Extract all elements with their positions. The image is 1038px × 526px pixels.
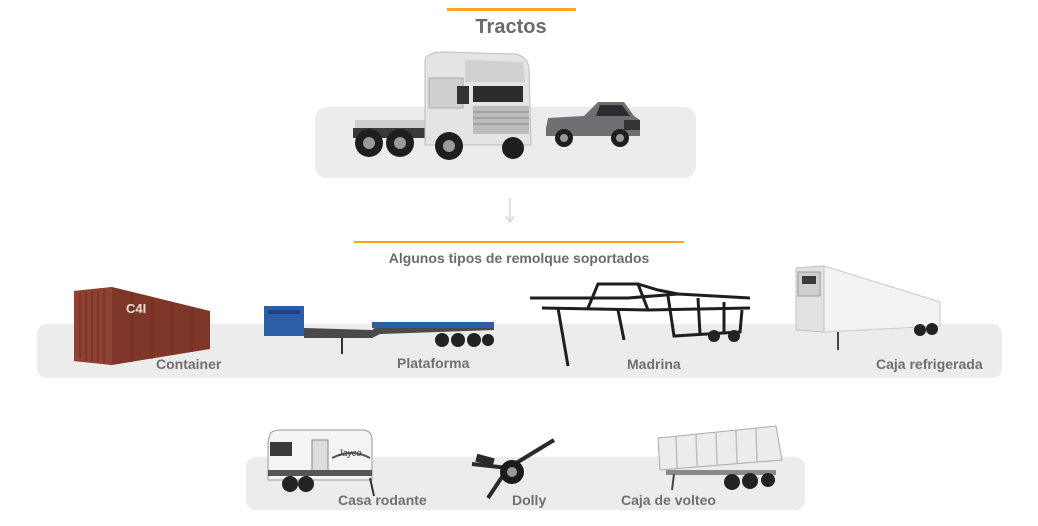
dolly-image (471, 438, 556, 500)
page-title: Tractos (475, 16, 547, 38)
car-carrier-label: Madrina (627, 356, 681, 372)
header-accent-line (447, 8, 576, 11)
flatbed-label: Plataforma (397, 355, 470, 371)
travel-trailer-image: Jayco (267, 429, 375, 497)
flatbed-trailer-image (264, 306, 494, 354)
subheader-accent-line (354, 241, 684, 243)
dump-trailer-label: Caja de volteo (621, 492, 716, 508)
reefer-trailer-image (795, 265, 941, 350)
container-image: C4I (74, 287, 210, 365)
dump-trailer-image (657, 425, 783, 491)
container-label: Container (156, 356, 222, 372)
semi-truck-image (353, 51, 532, 160)
trailers-section-title: Algunos tipos de remolque soportados (388, 250, 650, 266)
down-arrow-icon (505, 198, 515, 224)
pickup-truck-image (546, 102, 640, 147)
reefer-label: Caja refrigerada (876, 356, 983, 372)
travel-trailer-label: Casa rodante (338, 492, 427, 508)
car-carrier-trailer-image (530, 282, 751, 367)
svg-text:C4I: C4I (126, 301, 146, 316)
svg-text:Jayco: Jayco (337, 448, 362, 458)
dolly-label: Dolly (512, 492, 547, 508)
